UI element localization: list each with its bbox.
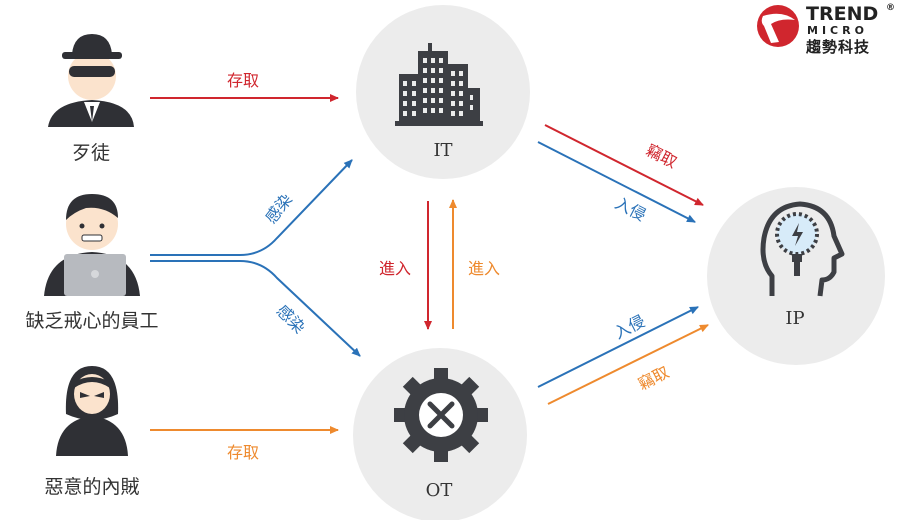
edge-label-employee-to-ot: 感染 [273, 301, 309, 337]
office-building-icon [395, 43, 483, 126]
trend-micro-logo: TREND ® MICRO 趨勢科技 [757, 3, 895, 56]
trend-micro-logo-mark [757, 5, 799, 47]
logo-trademark: ® [886, 3, 895, 13]
edge-label-hacker-to-it: 存取 [227, 71, 259, 90]
edge-label-it-to-ip-steal: 竊取 [643, 140, 680, 171]
edge-label-it-to-ot: 進入 [379, 259, 411, 278]
actor-label-insider: 惡意的內賊 [44, 476, 139, 498]
logo-line-3: 趨勢科技 [805, 38, 870, 56]
it-node-label: IT [433, 140, 452, 161]
actor-label-hacker: 歹徒 [72, 142, 110, 164]
careless-employee-icon [44, 194, 140, 296]
arrow-it-to-ip-intrude [537, 141, 696, 223]
head-lightbulb-icon [760, 201, 845, 297]
hacker-icon [48, 34, 134, 127]
logo-line-2: MICRO [807, 24, 868, 37]
arrow-employee-to-it [150, 159, 353, 256]
gear-tools-icon [394, 368, 488, 462]
ip-node-label: IP [785, 308, 804, 329]
arrow-employee-to-ot [150, 260, 361, 357]
ot-node-label: OT [426, 480, 453, 501]
malicious-insider-icon [56, 366, 128, 456]
edge-label-insider-to-ot: 存取 [227, 443, 259, 462]
edge-label-ot-to-ip-intrude: 入侵 [611, 311, 648, 342]
actor-label-employee: 缺乏戒心的員工 [25, 310, 158, 332]
edge-label-employee-to-it: 感染 [261, 190, 296, 227]
arrow-it-to-ip-steal [544, 124, 704, 206]
arrow-ot-to-ip-steal [547, 324, 709, 405]
edge-label-it-to-ip-intrude: 入侵 [612, 193, 649, 224]
edge-label-ot-to-ip-steal: 竊取 [635, 362, 672, 393]
arrow-ot-to-ip-intrude [537, 306, 699, 388]
logo-line-1: TREND [806, 3, 878, 25]
edge-label-ot-to-it: 進入 [468, 259, 500, 278]
